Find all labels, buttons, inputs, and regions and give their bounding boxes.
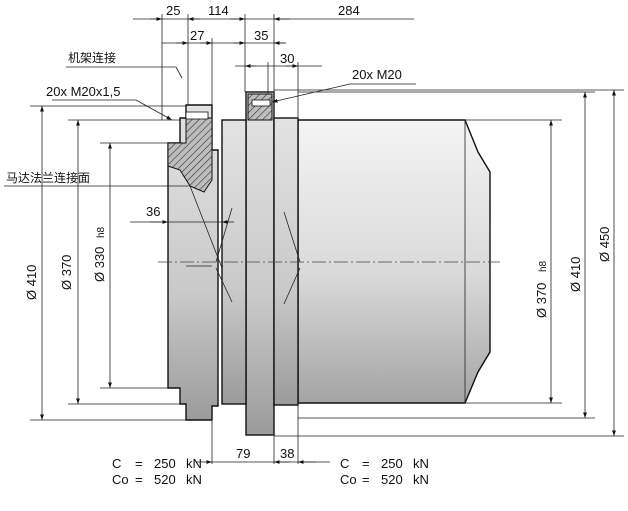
dim-27: 27	[190, 28, 204, 43]
label-motor-flange: 马达法兰连接面	[6, 170, 90, 185]
rating-right-co-label: Co	[340, 472, 357, 487]
rating-right-co-value: 520	[381, 472, 403, 487]
diameter-left-330-tol: h8	[96, 226, 107, 238]
left-diameter-lines	[30, 105, 186, 421]
dim-38: 38	[280, 446, 294, 461]
drum-body	[297, 119, 491, 404]
diameter-right-410: Ø 410	[568, 257, 583, 292]
rating-left-c-value: 250	[154, 456, 176, 471]
right-flange-hub	[273, 117, 299, 406]
dim-25: 25	[166, 3, 180, 18]
rating-right-c-value: 250	[381, 456, 403, 471]
label-bolt-right: 20x M20	[352, 67, 402, 82]
right-flange	[245, 91, 275, 436]
right-bolt-section	[247, 93, 273, 121]
roller-left-b	[215, 207, 233, 263]
rating-left-c-label: C	[112, 456, 121, 471]
load-ratings-right: C = 250 kN Co = 520 kN	[340, 456, 429, 487]
dim-36: 36	[146, 204, 160, 219]
dim-79: 79	[236, 446, 250, 461]
rating-left-co-label: Co	[112, 472, 129, 487]
right-bolt-hole	[251, 99, 271, 107]
roller-left-a	[189, 185, 223, 269]
rating-left-c-unit: kN	[186, 456, 202, 471]
roller-right-b	[283, 267, 301, 305]
roller-left-c	[215, 267, 233, 303]
dim-284: 284	[338, 3, 360, 18]
diameter-right-370-tol: h8	[538, 260, 549, 272]
dim-30: 30	[280, 51, 294, 66]
rating-right-c-unit: kN	[413, 456, 429, 471]
rating-left-co-eq: =	[135, 472, 143, 487]
bearing-assembly	[158, 91, 500, 436]
load-ratings-left: C = 250 kN Co = 520 kN	[112, 456, 202, 487]
rating-right-c-label: C	[340, 456, 349, 471]
diameter-right-450: Ø 450	[597, 227, 612, 262]
rating-right-co-unit: kN	[413, 472, 429, 487]
leader-lines	[4, 66, 416, 187]
left-bolt-section	[167, 117, 213, 193]
rating-left-co-value: 520	[154, 472, 176, 487]
diameter-left-370: Ø 370	[59, 255, 74, 290]
right-diameter-lines	[274, 89, 624, 437]
diameter-right-370: Ø 370	[534, 283, 549, 318]
label-frame-connection: 机架连接	[68, 50, 116, 65]
roller-right-a	[283, 211, 301, 263]
diameter-left-330: Ø 330	[92, 247, 107, 282]
rating-right-co-eq: =	[362, 472, 370, 487]
rating-left-c-eq: =	[135, 456, 143, 471]
diameter-left-410: Ø 410	[24, 265, 39, 300]
rating-left-co-unit: kN	[186, 472, 202, 487]
dim-114: 114	[208, 3, 229, 18]
bottom-dimension-lines	[196, 404, 330, 464]
rating-right-c-eq: =	[362, 456, 370, 471]
label-bolt-left: 20x M20x1,5	[46, 84, 120, 99]
left-bolt-hole	[185, 111, 209, 120]
dim-35: 35	[254, 28, 268, 43]
